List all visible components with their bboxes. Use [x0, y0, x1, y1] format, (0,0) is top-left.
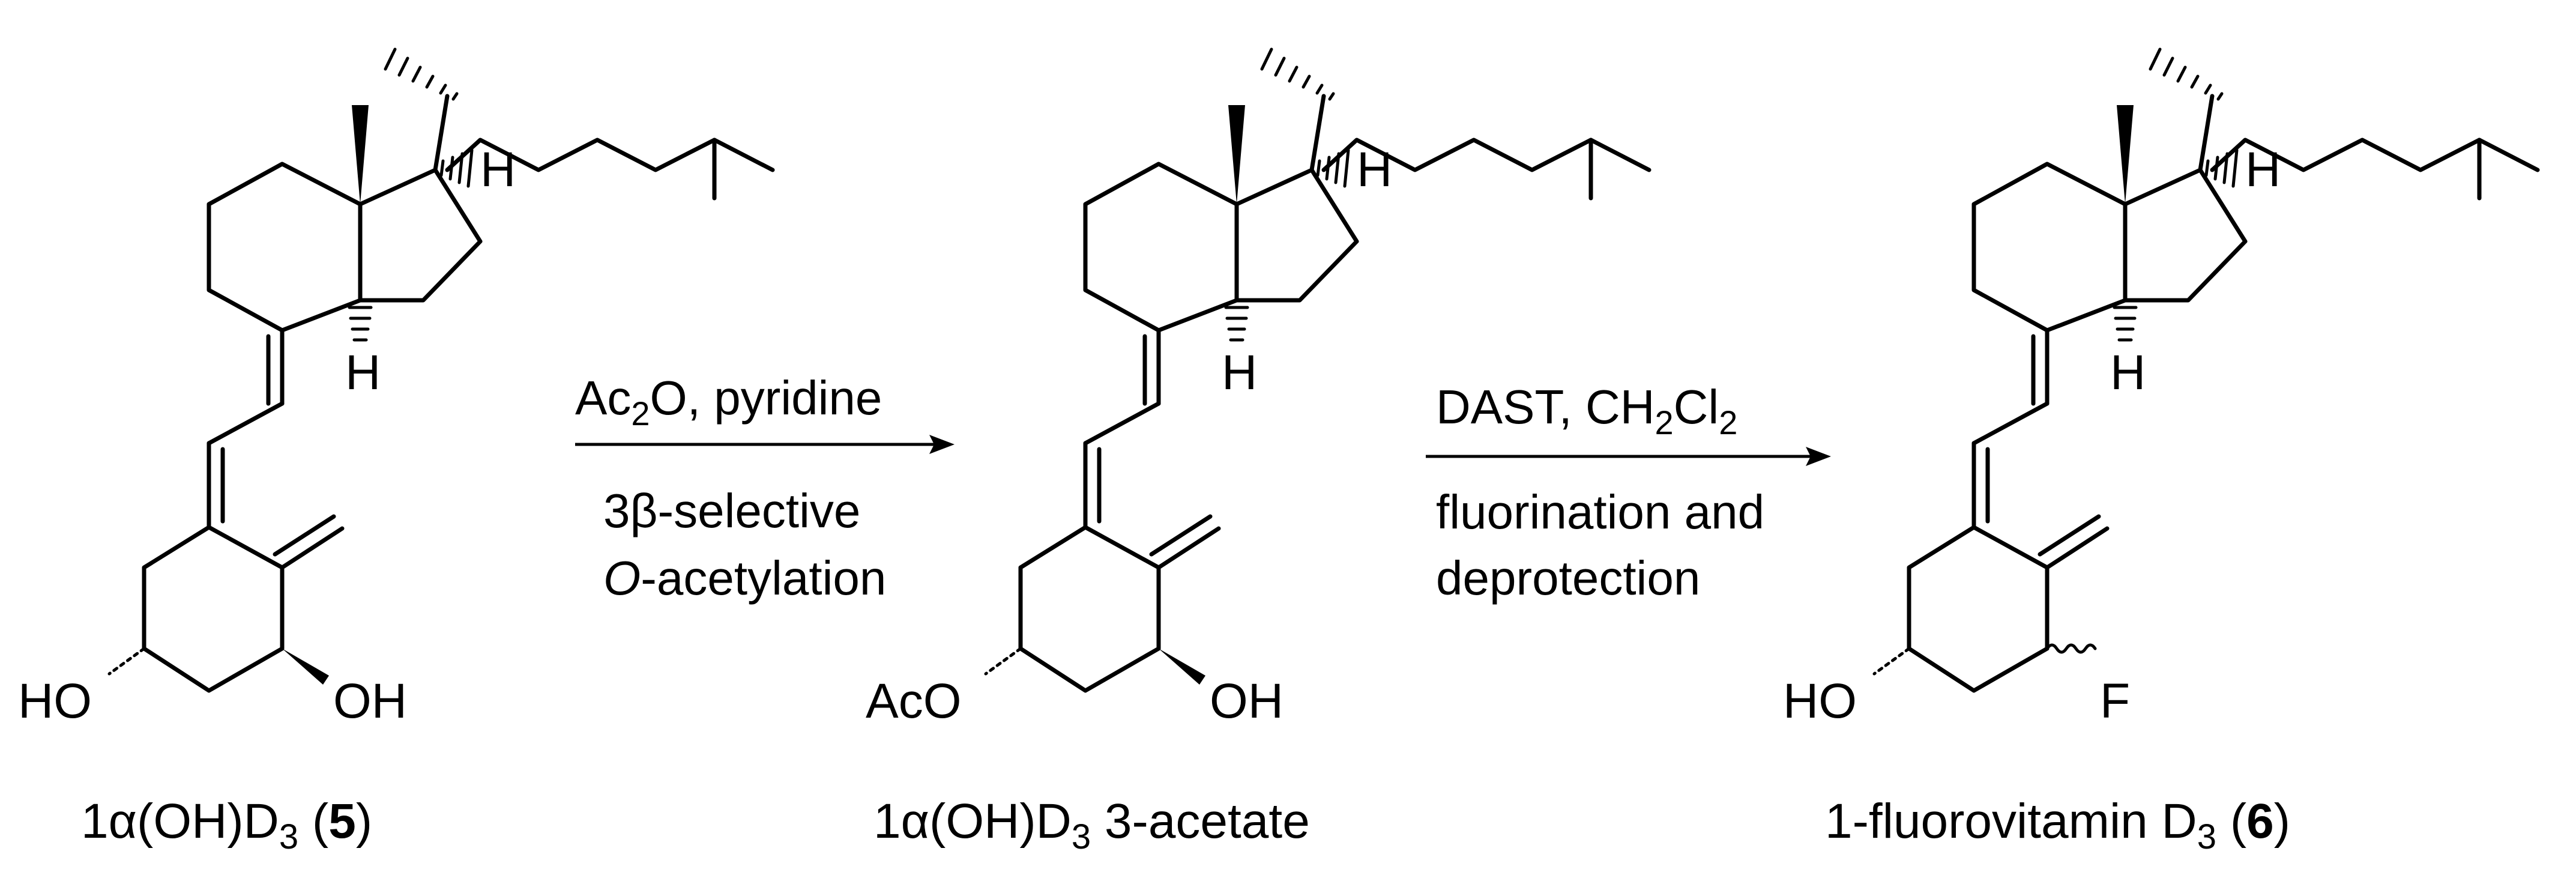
atom-label-right: F — [2100, 674, 2130, 728]
reaction-arrow-2: DAST, CH2Cl2 fluorination and deprotecti… — [1426, 380, 1831, 605]
molecule-compound-5: H H HO OH — [18, 49, 773, 728]
atom-label-h-top: H — [1357, 142, 1392, 197]
atom-label-h-top: H — [480, 142, 516, 197]
atom-label-right: OH — [333, 674, 407, 728]
molecule-compound-6: H H HO F — [1783, 49, 2538, 728]
arrow1-condition-line1: 3β-selective — [603, 484, 860, 537]
arrow2-condition-line2: deprotection — [1436, 551, 1700, 605]
atom-label-right: OH — [1210, 674, 1283, 728]
atom-label-left: AcO — [866, 674, 961, 728]
arrow1-condition-line2: O-acetylation — [603, 551, 886, 605]
atom-label-h-top: H — [2245, 142, 2281, 197]
atom-label-left: HO — [1783, 674, 1857, 728]
arrow2-condition-line1: fluorination and — [1436, 485, 1764, 539]
atom-label-h-bottom: H — [2110, 345, 2146, 400]
caption-compound-acetate: 1α(OH)D3 3-acetate — [873, 794, 1310, 856]
caption-compound-5: 1α(OH)D3 (5) — [81, 794, 372, 856]
caption-compound-6: 1-fluorovitamin D3 (6) — [1825, 794, 2290, 856]
arrow2-reagent-label: DAST, CH2Cl2 — [1436, 380, 1737, 441]
arrow1-reagent-label: Ac2O, pyridine — [575, 371, 882, 432]
reaction-arrow-1: Ac2O, pyridine 3β-selective O-acetylatio… — [575, 371, 955, 605]
atom-label-h-bottom: H — [345, 345, 381, 400]
atom-label-h-bottom: H — [1222, 345, 1257, 400]
atom-label-left: HO — [18, 674, 92, 728]
molecule-compound-acetate: H H AcO OH — [866, 49, 1649, 728]
